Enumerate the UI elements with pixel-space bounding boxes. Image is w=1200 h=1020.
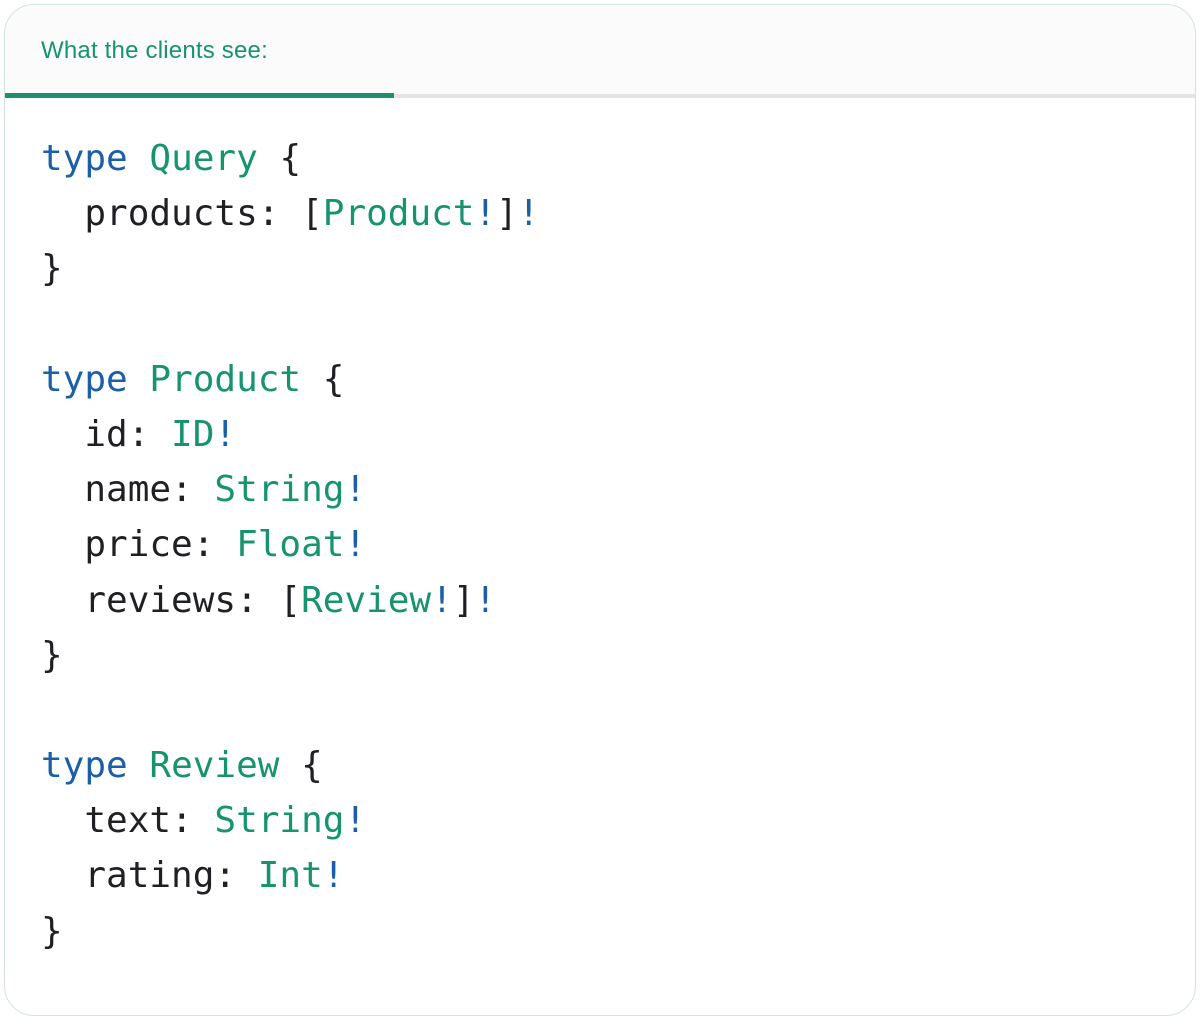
code-token-bang: ! [431,579,453,621]
panel-title: What the clients see: [41,37,268,64]
code-token-type: Product [149,358,302,400]
code-token-plain: } [41,634,63,676]
code-token-type: Float [236,524,345,566]
code-token-plain [128,359,150,400]
code-token-plain: products: [ [41,193,323,235]
code-line: id: ID! [41,407,1159,462]
code-line: } [41,628,1159,683]
code-token-type: Query [149,138,258,179]
code-line [41,297,1159,352]
code-line: } [41,904,1159,959]
code-token-bang: ! [474,193,497,235]
code-token-type: Int [257,855,323,897]
code-token-bang: ! [517,193,540,235]
code-line: name: String! [41,462,1159,517]
code-token-type: Review [301,579,432,621]
code-token-keyword: type [41,138,128,179]
code-token-plain: name: [41,469,215,511]
code-token-type: Product [322,193,475,235]
code-token-plain: } [41,248,63,290]
active-tab-underline [5,93,394,98]
code-token-type: ID [171,413,215,455]
code-token-plain: text: [41,800,215,842]
code-token-keyword: type [41,358,128,400]
code-token-type: String [214,800,345,842]
code-line [41,683,1159,738]
code-token-type: String [214,469,345,511]
code-line: type Review { [41,738,1159,793]
code-line: text: String! [41,793,1159,848]
clients-view-panel: What the clients see: type Query { produ… [4,4,1196,1016]
code-token-bang: ! [214,413,237,455]
code-token-bang: ! [474,579,497,621]
code-token-plain: { [301,358,345,400]
code-token-type: Review [149,745,280,787]
code-token-plain: ] [452,579,475,621]
code-line: reviews: [Review!]! [41,573,1159,628]
code-token-keyword: type [41,745,128,787]
code-token-plain: reviews: [ [41,579,302,621]
code-token-plain: { [257,138,302,179]
code-token-plain [128,745,150,786]
code-token-bang: ! [344,524,367,566]
code-line: products: [Product!]! [41,186,1159,241]
code-token-bang: ! [344,800,367,842]
code-token-plain: } [41,910,63,952]
code-token-plain: id: [41,413,172,455]
code-token-plain: { [279,745,323,787]
code-line: type Product { [41,352,1159,407]
code-token-bang: ! [322,855,345,897]
code-line: rating: Int! [41,848,1159,903]
code-token-plain: price: [41,524,237,566]
panel-header: What the clients see: [5,5,1195,98]
code-line: type Query { [41,131,1159,186]
code-line: } [41,241,1159,296]
code-token-plain: ] [496,193,518,235]
code-token-plain: rating: [41,855,258,897]
code-block: type Query { products: [Product!]!} type… [5,98,1195,959]
code-token-plain [128,138,150,179]
code-token-bang: ! [344,469,367,511]
code-line: price: Float! [41,517,1159,572]
